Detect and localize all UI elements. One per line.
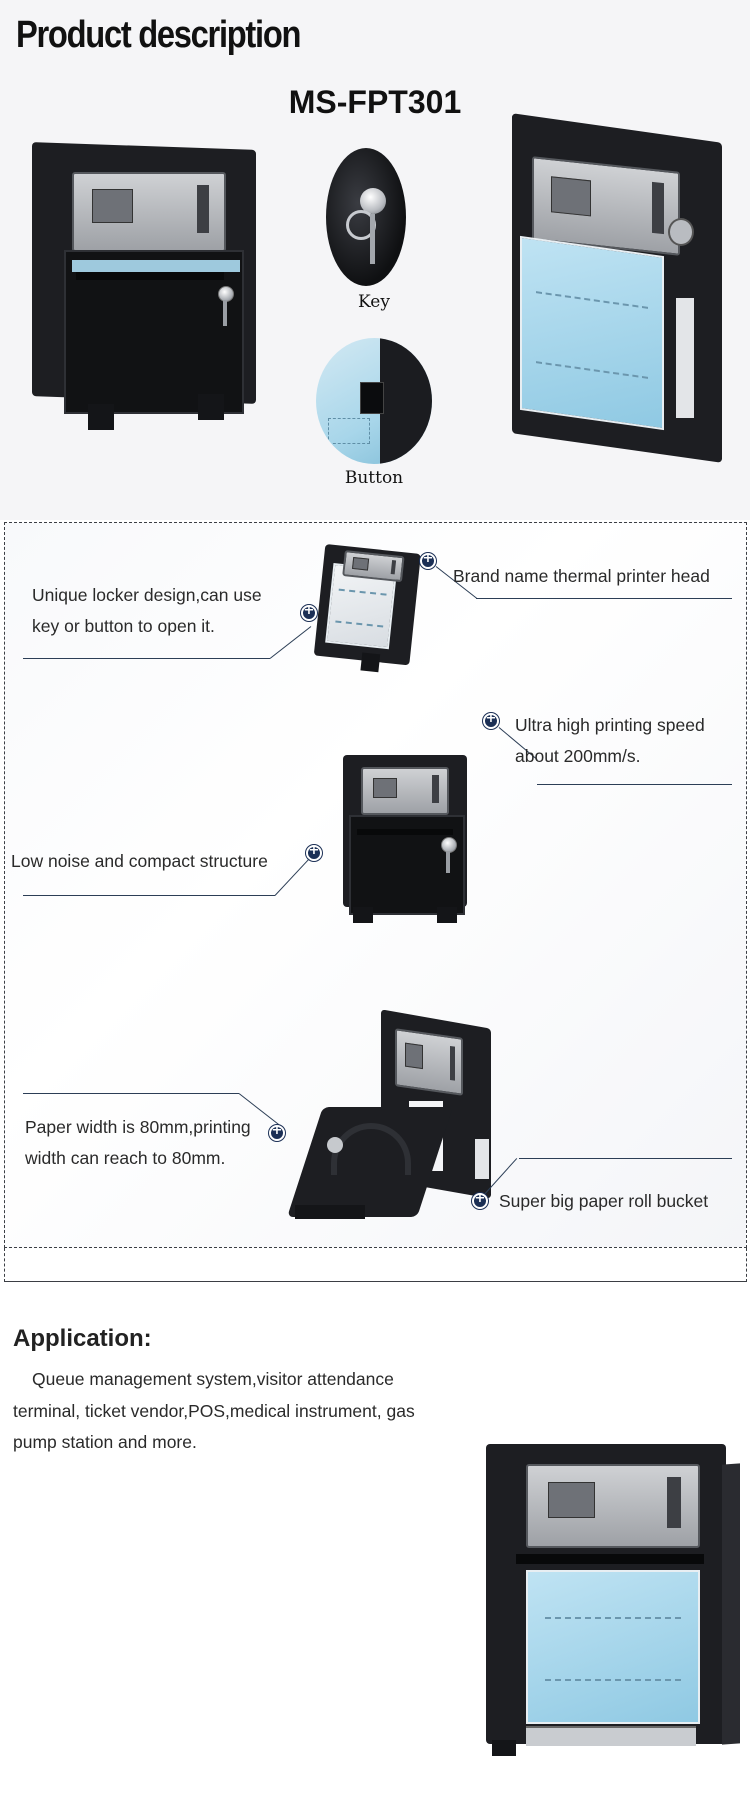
printer-center-image (343, 755, 469, 923)
feature-head-text: Brand name thermal printer head (453, 566, 710, 586)
features-panel: Unique locker design,can use key or butt… (4, 522, 747, 1248)
page-title: Product description (16, 14, 301, 56)
feature-noise-text: Low noise and compact structure (11, 851, 268, 871)
key-closeup-image (326, 148, 406, 286)
key-caption: Key (358, 292, 390, 312)
button-caption: Button (344, 468, 404, 488)
feature-paper-width-line (23, 1093, 239, 1094)
feature-noise-line (23, 895, 275, 896)
plus-circle-icon (483, 711, 499, 729)
feature-bucket-text: Super big paper roll bucket (499, 1191, 709, 1211)
feature-paper-width-text: Paper width is 80mm,printing width can r… (25, 1117, 251, 1168)
button-closeup-image (316, 338, 432, 464)
plus-circle-icon (269, 1123, 285, 1141)
plus-circle-icon (301, 603, 317, 621)
application-title: Application: (13, 1325, 152, 1352)
feature-head-line (476, 598, 732, 599)
plus-circle-icon (306, 843, 322, 861)
feature-speed-line (537, 784, 732, 785)
feature-locker-line (23, 658, 270, 659)
application-text: Queue management system,visitor attendan… (13, 1369, 415, 1452)
printer-large-image (486, 1444, 744, 1756)
product-description-section: Product description MS-FPT301 Key Button (0, 0, 750, 520)
printer-front-closed-image (28, 142, 260, 430)
feature-bucket-line (519, 1158, 732, 1159)
feature-speed-text: Ultra high printing speed about 200mm/s. (515, 715, 705, 766)
model-name: MS-FPT301 (288, 84, 462, 120)
plus-circle-icon (472, 1191, 488, 1209)
printer-small-image (313, 543, 427, 673)
printer-open-bucket-image (287, 1009, 515, 1241)
printer-angled-open-image (502, 113, 742, 463)
plus-circle-icon (420, 551, 436, 569)
feature-locker-text: Unique locker design,can use key or butt… (32, 585, 262, 636)
